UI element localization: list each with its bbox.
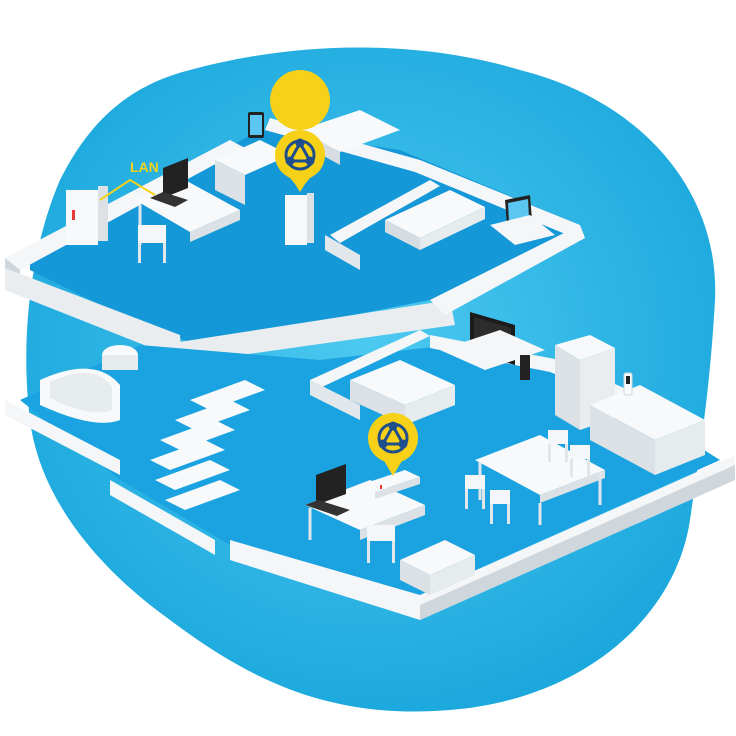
laptop [305,464,350,516]
lower-inner-wall [310,330,430,388]
speaker [520,355,530,380]
laptop [150,158,188,207]
upper-floor: LAN [5,110,585,365]
chair [465,475,485,509]
lower-floor-surface [20,345,720,595]
chair [490,490,510,524]
bathtub [40,368,120,423]
upper-right-wall [430,225,585,315]
chair [570,445,590,477]
tv [440,312,545,370]
lower-left-wall-2 [110,480,215,555]
mesh-network-icon [284,138,316,171]
powerline-adapter [360,470,420,499]
mesh-badge-lower [368,413,418,476]
chair [367,525,395,563]
kitchen-counter [590,385,705,475]
chair [548,430,568,462]
mesh-badge-upper [270,70,331,192]
upper-partition-wall-2 [325,235,360,270]
lan-cable [99,178,156,201]
upper-front-wall [5,268,182,360]
phone [623,372,633,396]
tablet [248,112,264,138]
repeater [285,193,314,245]
lower-front-wall-shadow [420,465,735,620]
bed [385,190,485,250]
monitor [490,195,555,245]
upper-partition-wall [330,180,440,243]
lower-inner-wall-2 [310,380,360,420]
lower-floor [5,312,735,620]
cabinet [400,540,475,595]
lower-left-wall [5,400,120,475]
cabinet [215,140,290,205]
upper-diagonal-wall [160,300,455,365]
toilet [102,345,138,370]
mesh-network-icon [377,421,409,454]
chair [138,225,166,263]
router [66,186,108,245]
lan-label: LAN [130,159,159,175]
staircase [150,380,265,510]
lower-front-wall [230,455,735,620]
